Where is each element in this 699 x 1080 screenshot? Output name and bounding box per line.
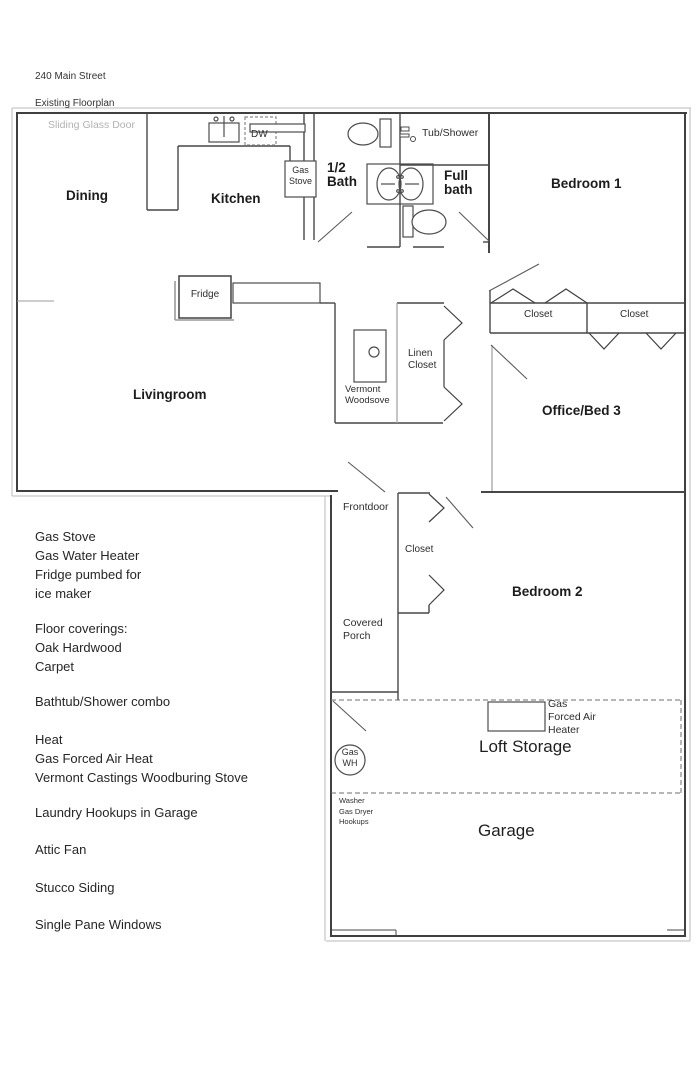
gas-stove-icon	[284, 160, 317, 198]
linen-closet-label: Linen Closet	[408, 348, 437, 371]
closet-door-chevrons	[428, 288, 677, 606]
water-heater-label: Gas WH	[341, 747, 359, 768]
fixtures	[174, 116, 546, 776]
kitchen-sink-icon	[208, 116, 240, 143]
note-laundry: Laundry Hookups in Garage	[35, 805, 198, 820]
closet-label-entry: Closet	[405, 544, 434, 555]
exterior-walls	[16, 112, 687, 937]
door-swing-lines	[317, 211, 540, 732]
counter-strip	[249, 123, 306, 133]
sliding-glass-door-label: Sliding Glass Door	[48, 119, 135, 131]
wall-shadow-lines	[11, 107, 691, 942]
room-label-loft-storage: Loft Storage	[479, 737, 572, 756]
room-label-kitchen: Kitchen	[211, 191, 261, 206]
drawing-title: 240 Main Street Existing Floorplan	[35, 56, 114, 124]
gray-walls	[396, 303, 493, 491]
room-label-bedroom2: Bedroom 2	[512, 584, 583, 599]
drawing-title-line2: Existing Floorplan	[35, 97, 115, 109]
dishwasher-label: DW	[251, 129, 268, 140]
furnace-label: Gas Forced Air Heater	[548, 698, 596, 736]
tub-shower-valve-icon	[399, 126, 416, 142]
note-stucco: Stucco Siding	[35, 880, 115, 895]
toilet-icon-half-bath	[347, 118, 392, 148]
room-label-bedroom1: Bedroom 1	[551, 176, 622, 191]
loft-dashed-boundary	[331, 699, 682, 794]
closet-label-bedroom1: Closet	[524, 309, 553, 320]
washer-dryer-label: Washer Gas Dryer Hookups	[339, 796, 374, 826]
woodstove-icon	[353, 329, 387, 383]
frontdoor-label: Frontdoor	[343, 501, 389, 513]
room-label-half-bath: 1/2 Bath	[327, 160, 357, 189]
room-label-office-bed3: Office/Bed 3	[542, 403, 621, 418]
water-heater-icon	[334, 744, 366, 776]
note-attic-fan: Attic Fan	[35, 842, 87, 857]
note-windows: Single Pane Windows	[35, 917, 162, 932]
room-label-covered-porch: Covered Porch	[343, 617, 383, 642]
note-appliances: Gas Stove Gas Water Heater Fridge pumbed…	[35, 529, 142, 601]
note-heat: Heat Gas Forced Air Heat Vermont Casting…	[35, 732, 248, 785]
vanity-sinks-icon	[366, 163, 434, 205]
fridge-icon	[174, 275, 234, 321]
toilet-icon-full-bath	[402, 205, 447, 238]
room-label-livingroom: Livingroom	[133, 387, 207, 402]
furnace-icon	[487, 701, 546, 732]
drawing-title-line1: 240 Main Street	[35, 70, 106, 82]
gas-stove-label: Gas Stove	[288, 165, 312, 186]
tub-shower-label: Tub/Shower	[422, 127, 479, 139]
room-label-dining: Dining	[66, 188, 108, 203]
interior-walls	[146, 113, 685, 936]
room-label-full-bath: Full bath	[444, 168, 473, 197]
fridge-label: Fridge	[190, 289, 220, 300]
counter-island	[232, 282, 321, 304]
room-label-garage: Garage	[478, 821, 535, 840]
note-floor-coverings: Floor coverings: Oak Hardwood Carpet	[35, 621, 128, 674]
woodstove-label: Vermont Woodsove	[345, 384, 390, 406]
note-bathtub: Bathtub/Shower combo	[35, 694, 171, 709]
closet-label-office: Closet	[620, 309, 649, 320]
